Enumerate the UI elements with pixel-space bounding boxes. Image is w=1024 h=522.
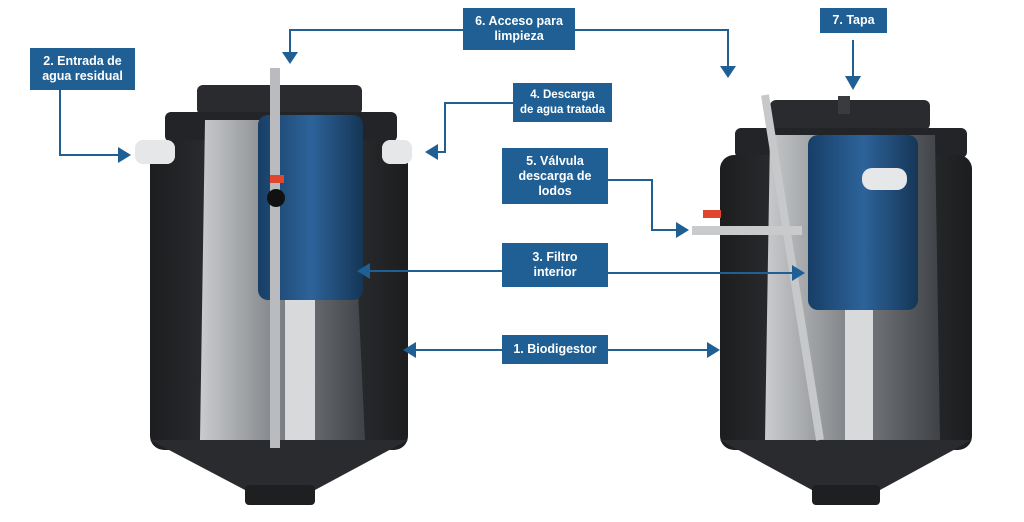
arrow-valvula (608, 179, 676, 231)
left-tank (135, 68, 412, 505)
arrow-descarga (438, 102, 513, 153)
label-line: 7. Tapa (832, 13, 875, 27)
label-line: descarga de (518, 168, 592, 183)
label-line: 5. Válvula (526, 153, 584, 168)
label-line: 4. Descarga (530, 88, 595, 101)
arrowheads (118, 52, 861, 358)
arrow-acceso-right (575, 29, 729, 66)
label-line: 6. Acceso para (475, 14, 563, 28)
arrow-acceso-left (289, 29, 463, 52)
label-biodigestor: 1. Biodigestor (502, 335, 608, 364)
right-tank (692, 94, 972, 505)
label-descarga-agua: 4. Descarga de agua tratada (513, 83, 612, 122)
label-line: 1. Biodigestor (513, 342, 597, 356)
label-line: interior (533, 265, 577, 279)
label-line: de agua tratada (520, 103, 605, 116)
label-line: lodos (538, 183, 572, 198)
label-line: 2. Entrada de (43, 54, 122, 68)
label-line: limpieza (494, 29, 544, 43)
arrow-entrada (59, 90, 118, 156)
label-line: agua residual (42, 69, 123, 83)
callout-arrows (59, 29, 854, 351)
label-tapa: 7. Tapa (820, 8, 887, 33)
label-line: 3. Filtro (532, 250, 578, 264)
